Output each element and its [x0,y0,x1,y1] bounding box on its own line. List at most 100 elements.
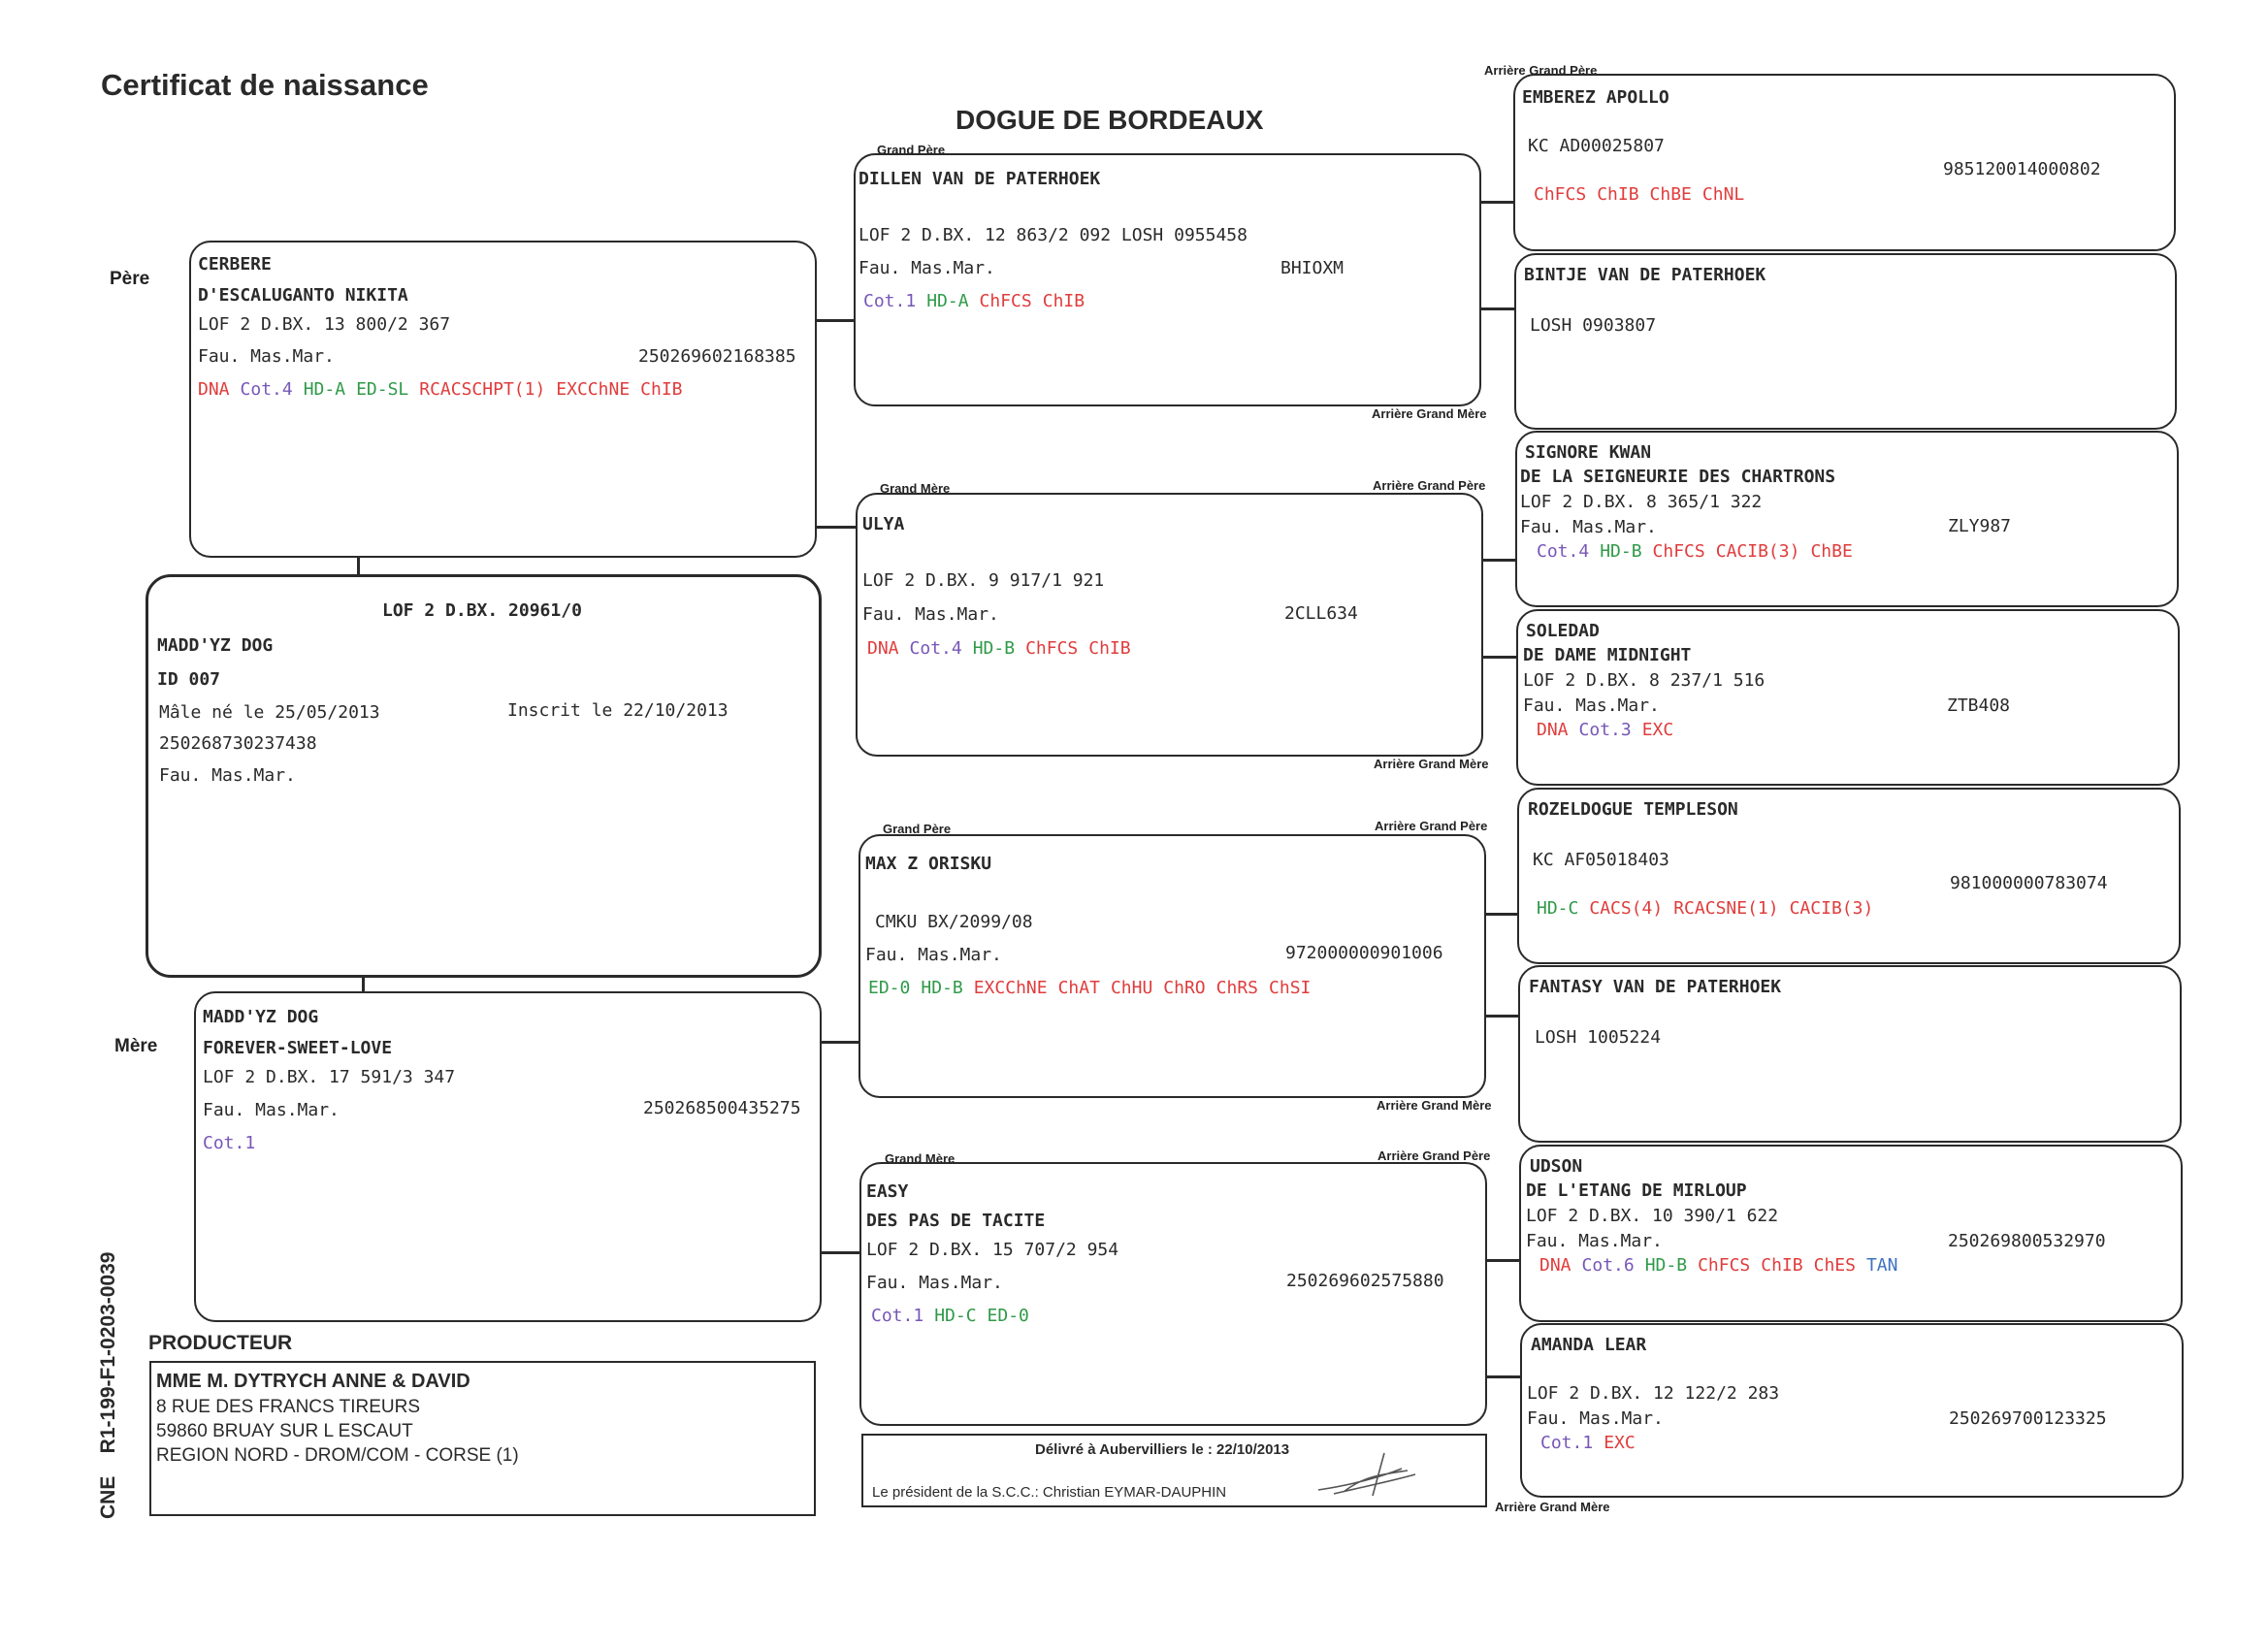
dog-id: ID 007 [157,669,221,690]
ggm2-name: SOLEDAD [1526,621,1600,641]
ggp4-box: UDSON DE L'ETANG DE MIRLOUP LOF 2 D.BX. … [1519,1145,2183,1322]
ggp2-kennel: DE LA SEIGNEURIE DES CHARTRONS [1520,467,1836,487]
gp2-registration: CMKU BX/2099/08 [875,912,1033,932]
ggp2-name: SIGNORE KWAN [1525,442,1652,463]
title-tag: ChBE [1810,541,1853,562]
delivery-box: Délivré à Aubervilliers le : 22/10/2013 … [861,1434,1487,1507]
gm2-box: EASY DES PAS DE TACITE LOF 2 D.BX. 15 70… [859,1162,1487,1426]
ggp4-registration: LOF 2 D.BX. 10 390/1 622 [1526,1206,1779,1226]
title-tag: ChBE [1649,184,1692,205]
agm-label-2: Arrière Grand Mère [1374,757,1489,771]
sire-registration: LOF 2 D.BX. 13 800/2 367 [198,314,451,335]
dam-name-2: FOREVER-SWEET-LOVE [203,1038,393,1058]
title-tag: HD-B [1600,541,1642,562]
ggm4-box: AMANDA LEAR LOF 2 D.BX. 12 122/2 283 Fau… [1520,1323,2184,1498]
title-tag: CACS(4) [1589,898,1664,919]
title-tag: HD-A [926,291,969,311]
ggp1-id: 985120014000802 [1943,159,2101,179]
dog-birth: Mâle né le 25/05/2013 [159,702,380,723]
gm1-name: ULYA [862,514,905,534]
ggm2-box: SOLEDAD DE DAME MIDNIGHT LOF 2 D.BX. 8 2… [1516,609,2180,786]
title-tag: ChFCS [979,291,1032,311]
ggp4-color: Fau. Mas.Mar. [1526,1231,1663,1251]
agm-label-1: Arrière Grand Mère [1372,406,1487,421]
ggm4-id: 250269700123325 [1949,1408,2107,1429]
agp-label-2: Arrière Grand Père [1373,478,1486,493]
title-tag: ChFCS [1652,541,1705,562]
connector [1478,307,1515,310]
sire-name: CERBERE [198,254,272,275]
title-tag: ED-0 [868,978,911,998]
agm-label-4: Arrière Grand Mère [1495,1500,1610,1514]
breed-title: DOGUE DE BORDEAUX [956,105,1264,135]
dog-lof: LOF 2 D.BX. 20961/0 [382,600,582,621]
title-tag: ED-0 [987,1306,1029,1326]
title-tag: ChAT [1057,978,1100,998]
title-tag: EXCChNE [973,978,1048,998]
gp2-box: MAX Z ORISKU CMKU BX/2099/08 Fau. Mas.Ma… [859,834,1486,1098]
ggm2-color: Fau. Mas.Mar. [1523,695,1660,716]
title-tag: RCACSNE(1) [1673,898,1779,919]
title-tag: Cot.4 [240,379,293,400]
ggp2-box: SIGNORE KWAN DE LA SEIGNEURIE DES CHARTR… [1515,431,2179,607]
ggm1-registration: LOSH 0903807 [1530,315,1657,336]
producer-address-1: 8 RUE DES FRANCS TIREURS [156,1397,421,1417]
sire-box: CERBERE D'ESCALUGANTO NIKITA LOF 2 D.BX.… [189,241,817,558]
connector [820,1041,860,1044]
connector [357,553,360,579]
gp1-registration: LOF 2 D.BX. 12 863/2 092 LOSH 0955458 [859,225,1247,245]
title-tag: Cot.1 [863,291,917,311]
agm-label-3: Arrière Grand Mère [1377,1098,1492,1113]
title-tag: DNA [1537,720,1569,740]
title-tag: DNA [867,638,899,659]
gm1-id: 2CLL634 [1284,603,1358,624]
title-tag: HD-B [972,638,1016,659]
gm2-registration: LOF 2 D.BX. 15 707/2 954 [866,1240,1119,1260]
cne-text: CNE R1-199-F1-0203-0039 [97,1251,119,1519]
title-tag: ChFCS [1698,1255,1751,1276]
title-tag: HD-C [934,1306,977,1326]
ggm1-box: BINTJE VAN DE PATERHOEK LOSH 0903807 [1514,253,2177,430]
title-tag: EXCChNE [556,379,631,400]
delivery-issued: Délivré à Aubervilliers le : 22/10/2013 [1035,1441,1290,1458]
ggp3-box: ROZELDOGUE TEMPLESON KC AF05018403 98100… [1517,788,2181,964]
ggm4-color: Fau. Mas.Mar. [1527,1408,1664,1429]
signature-icon [1317,1452,1416,1497]
ggp3-name: ROZELDOGUE TEMPLESON [1528,799,1738,820]
gm2-kennel: DES PAS DE TACITE [866,1211,1046,1231]
title-tag: ED-SL [356,379,409,400]
ggm3-registration: LOSH 1005224 [1535,1027,1662,1048]
gm2-id: 250269602575880 [1286,1271,1444,1291]
title-tag: ChFCS [1025,638,1079,659]
title-tag: ChNL [1701,184,1745,205]
title-tag: EXC [1641,720,1674,740]
page-title: Certificat de naissance [101,68,429,102]
ggm4-registration: LOF 2 D.BX. 12 122/2 283 [1527,1383,1780,1404]
title-tag: HD-A [303,379,346,400]
producer-address-2: 59860 BRUAY SUR L ESCAUT [156,1421,413,1441]
delivery-president: Le président de la S.C.C.: Christian EYM… [872,1484,1227,1501]
gm1-color: Fau. Mas.Mar. [862,604,999,625]
title-tag: CACIB(3) [1715,541,1800,562]
sire-color: Fau. Mas.Mar. [198,346,335,367]
title-tag: EXC [1604,1433,1636,1453]
gp2-color: Fau. Mas.Mar. [865,945,1002,965]
agp-label-3: Arrière Grand Père [1375,819,1488,833]
ggp4-id: 250269800532970 [1948,1231,2106,1251]
ggm2-id: ZTB408 [1947,695,2011,716]
producer-region: REGION NORD - DROM/COM - CORSE (1) [156,1445,519,1466]
dog-chip: 250268730237438 [159,733,317,754]
title-tag: Cot.3 [1578,720,1632,740]
connector [362,976,365,995]
gp2-id: 972000000901006 [1285,943,1443,963]
agp-label-4: Arrière Grand Père [1377,1148,1491,1163]
ggp4-kennel: DE L'ETANG DE MIRLOUP [1526,1180,1747,1201]
connector [1483,1015,1520,1018]
gp2-name: MAX Z ORISKU [865,854,992,874]
